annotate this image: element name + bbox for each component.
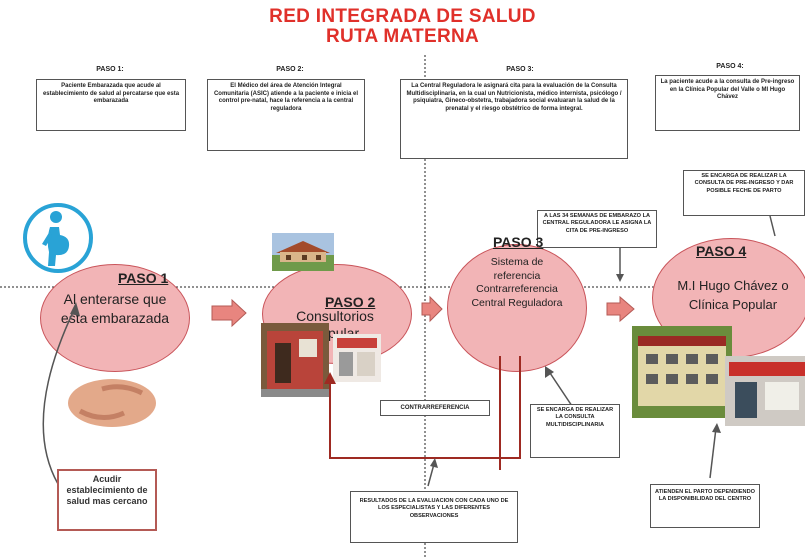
diagram-subtitle: RUTA MATERNA bbox=[325, 26, 480, 47]
step4-label: PASO 4: bbox=[716, 63, 744, 70]
contrarreferencia-line bbox=[329, 356, 521, 459]
step3-node bbox=[447, 244, 587, 372]
step1-paso: PASO 1 bbox=[118, 270, 169, 286]
step3-text: Sistema de referencia Contrarreferencia … bbox=[471, 256, 563, 309]
step2-paso: PASO 2 bbox=[325, 294, 376, 310]
note-contrarreferencia: CONTRARREFERENCIA bbox=[380, 400, 490, 416]
step4-paso: PASO 4 bbox=[696, 243, 747, 259]
step2-description: El Médico del área de Atención Integral … bbox=[207, 79, 365, 151]
step4-text: M.I Hugo Chávez o Clínica Popular bbox=[677, 278, 789, 312]
note-multidisciplinaria: SE ENCARGA DE REALIZAR LA CONSULTA MULTI… bbox=[530, 404, 620, 458]
pregnant-belly-photo bbox=[62, 375, 162, 429]
arrow-2-3 bbox=[421, 295, 443, 323]
note-34-semanas: A LAS 34 SEMANAS DE EMBARAZO LA CENTRAL … bbox=[537, 210, 657, 248]
note-resultados: RESULTADOS DE LA EVALUACION CON CADA UNO… bbox=[350, 491, 518, 543]
note-preingreso: SE ENCARGA DE REALIZAR LA CONSULTA DE PR… bbox=[683, 170, 805, 216]
pregnant-woman-icon bbox=[22, 200, 94, 276]
step3-paso: PASO 3 bbox=[493, 234, 544, 250]
step1-node bbox=[40, 264, 190, 372]
consultorio-photo bbox=[261, 323, 329, 397]
step3-description: La Central Reguladora le asignará cita p… bbox=[400, 79, 628, 159]
step2-label: PASO 2: bbox=[276, 66, 304, 73]
clinic-popular-photo bbox=[725, 356, 805, 426]
arrow-1-2 bbox=[211, 298, 247, 328]
action-box: Acudir establecimiento de salud mas cerc… bbox=[57, 469, 157, 531]
step4-description: La paciente acude a la consulta de Pre-i… bbox=[655, 75, 800, 131]
diagram-title: RED INTEGRADA DE SALUD bbox=[269, 6, 536, 27]
hospital-photo bbox=[632, 326, 732, 418]
consultorio-interior-photo bbox=[333, 334, 381, 382]
clinic-building-photo bbox=[272, 233, 334, 271]
step1-text: Al enterarse que esta embarazada bbox=[60, 291, 170, 326]
arrow-3-4 bbox=[606, 295, 635, 323]
step1-description: Paciente Embarazada que acude al estable… bbox=[36, 79, 186, 131]
step3-label: PASO 3: bbox=[506, 66, 534, 73]
step1-label: PASO 1: bbox=[96, 66, 124, 73]
note-parto: ATIENDEN EL PARTO DEPENDIENDO LA DISPONI… bbox=[650, 484, 760, 528]
